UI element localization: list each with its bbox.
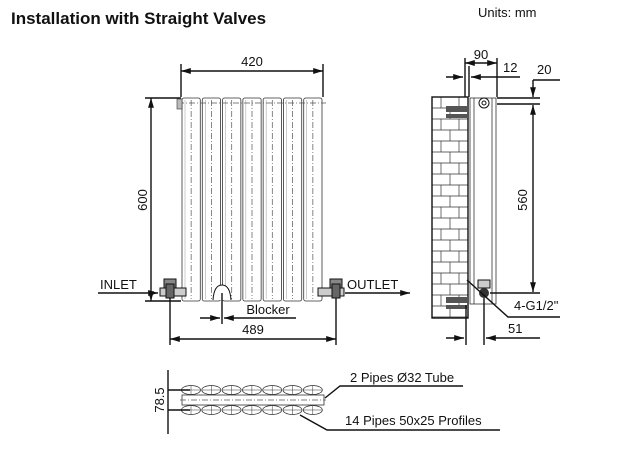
plan-view: 78.5 2 Pipes Ø32 Tube 14 Pipes 50x25 Pro… <box>152 370 500 434</box>
profile-pipes <box>181 385 323 415</box>
side-view: 90 12 20 560 4-G1/2" 51 <box>431 47 560 345</box>
blocker-icon <box>212 284 232 301</box>
front-view: 420 600 INLET OUTLET Blocker 489 <box>98 54 410 345</box>
wall-bricks <box>431 96 468 318</box>
tube-label: 2 Pipes Ø32 Tube <box>350 370 454 385</box>
units-label: Units: mm <box>478 5 537 20</box>
page-title: Installation with Straight Valves <box>11 9 267 28</box>
wall-bracket-top-icon <box>446 106 468 118</box>
bottom-connection-icon <box>479 288 489 298</box>
profile-label: 14 Pipes 50x25 Profiles <box>345 413 482 428</box>
blocker-label: Blocker <box>246 302 290 317</box>
inlet-valve-icon <box>159 278 187 299</box>
profile-leader <box>299 414 500 431</box>
connections-leader <box>466 279 560 318</box>
top-offset-label: 20 <box>537 62 551 77</box>
outlet-valve-icon <box>317 278 345 299</box>
wall <box>431 96 469 319</box>
air-vent-icon <box>176 98 183 110</box>
inlet-label: INLET <box>100 277 137 292</box>
outlet-label: OUTLET <box>347 277 398 292</box>
depth-label: 90 <box>474 47 488 62</box>
wall-bracket-bottom-icon <box>446 297 468 309</box>
centers-label: 489 <box>242 322 264 337</box>
connections-label: 4-G1/2" <box>514 298 559 313</box>
bottom-valve-icon <box>477 279 491 289</box>
radiator-columns <box>181 97 323 302</box>
tube-leader <box>324 385 463 399</box>
gap-label: 12 <box>503 60 517 75</box>
plan-depth-label: 78.5 <box>152 387 167 412</box>
valve-offset-label: 51 <box>508 321 522 336</box>
width-label: 420 <box>241 54 263 69</box>
height-label: 600 <box>135 189 150 211</box>
pipe-centers-label: 560 <box>515 189 530 211</box>
